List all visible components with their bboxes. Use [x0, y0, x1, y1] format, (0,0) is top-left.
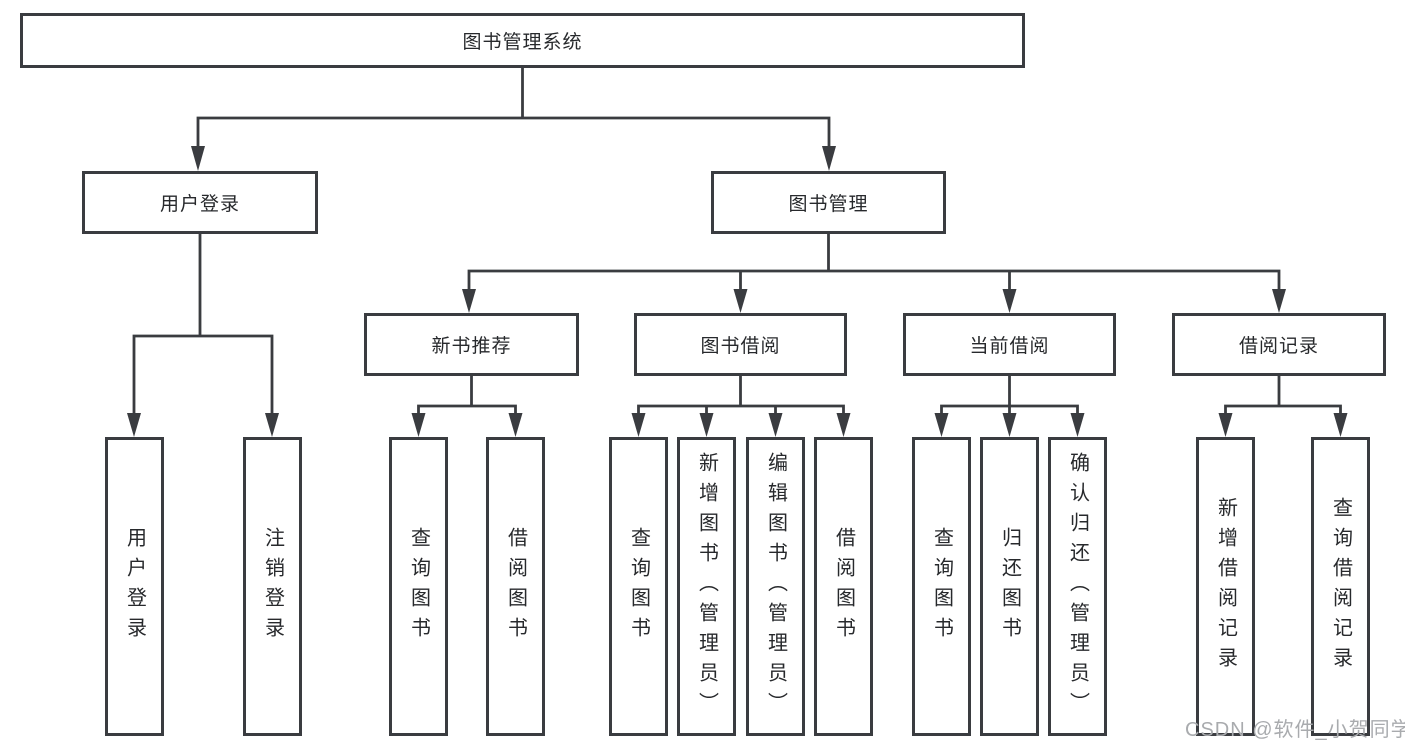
arrowheads [127, 146, 1348, 437]
leaf-return-books: 归还图书 [980, 437, 1039, 736]
leaf-logout-login: 注销登录 [243, 437, 302, 736]
node-book-borrowing: 图书借阅 [634, 313, 847, 376]
leaf-confirm-return-admin: 确认归还（管理员） [1048, 437, 1107, 736]
leaf-query-books-current: 查询图书 [912, 437, 971, 736]
node-current-borrowing: 当前借阅 [903, 313, 1116, 376]
leaf-query-borrow-record-label: 查询借阅记录 [1329, 496, 1352, 677]
leaf-borrow-books-recommend: 借阅图书 [486, 437, 545, 736]
node-book-management-label: 图书管理 [788, 194, 869, 215]
leaf-query-books-recommend: 查询图书 [389, 437, 448, 736]
leaf-query-books-borrowing: 查询图书 [609, 437, 668, 736]
leaf-return-books-label: 归还图书 [998, 526, 1021, 647]
leaf-add-borrow-record-label: 新增借阅记录 [1214, 496, 1237, 677]
node-library-system-label: 图书管理系统 [462, 32, 583, 53]
csdn-watermark: CSDN @软件_小贺同学 [1185, 719, 1405, 741]
node-borrowing-records: 借阅记录 [1172, 313, 1386, 376]
leaf-edit-books-admin-label: 编辑图书（管理员） [764, 451, 787, 722]
node-book-borrowing-label: 图书借阅 [700, 336, 781, 357]
leaf-borrow-books-recommend-label: 借阅图书 [504, 526, 527, 647]
node-library-system: 图书管理系统 [20, 13, 1025, 68]
node-user-login-label: 用户登录 [159, 194, 240, 215]
node-new-book-recommendation: 新书推荐 [364, 313, 579, 376]
node-borrowing-records-label: 借阅记录 [1238, 336, 1319, 357]
leaf-confirm-return-admin-label: 确认归还（管理员） [1066, 451, 1089, 722]
leaf-user-login: 用户登录 [105, 437, 164, 736]
leaf-query-borrow-record: 查询借阅记录 [1311, 437, 1370, 736]
leaf-borrow-books-borrowing: 借阅图书 [814, 437, 873, 736]
node-book-management: 图书管理 [711, 171, 946, 234]
leaf-borrow-books-borrowing-label: 借阅图书 [832, 526, 855, 647]
node-user-login: 用户登录 [82, 171, 318, 234]
node-current-borrowing-label: 当前借阅 [969, 336, 1050, 357]
leaf-user-login-label: 用户登录 [123, 526, 146, 647]
leaf-add-books-admin-label: 新增图书（管理员） [695, 451, 718, 722]
leaf-query-books-borrowing-label: 查询图书 [627, 526, 650, 647]
leaf-logout-login-label: 注销登录 [261, 526, 284, 647]
leaf-add-books-admin: 新增图书（管理员） [677, 437, 736, 736]
node-new-book-recommendation-label: 新书推荐 [431, 336, 512, 357]
leaf-query-books-current-label: 查询图书 [930, 526, 953, 647]
leaf-edit-books-admin: 编辑图书（管理员） [746, 437, 805, 736]
leaf-query-books-recommend-label: 查询图书 [407, 526, 430, 647]
leaf-add-borrow-record: 新增借阅记录 [1196, 437, 1255, 736]
